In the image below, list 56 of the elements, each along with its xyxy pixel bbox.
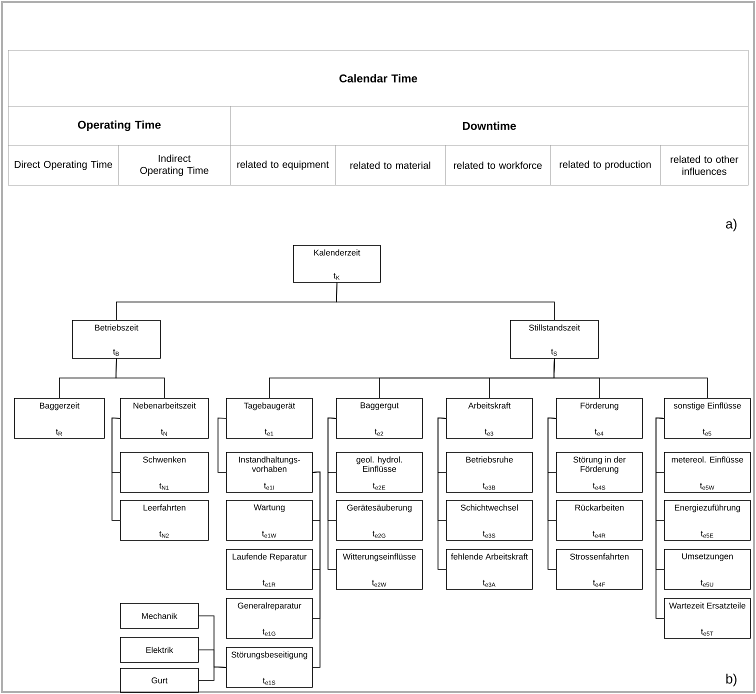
category-box: Gurt [120, 668, 199, 693]
category-box: Leerfahrten t$_{N2}$ [120, 500, 209, 541]
category-box: Instandhaltungs-vorhaben t$_{e1I}$ [226, 452, 313, 493]
table-cell: related to workforce [445, 145, 551, 186]
connector-line [656, 418, 664, 619]
category-box: Förderung t$_{e4}$ [556, 398, 643, 439]
table-cell: related to equipment [230, 145, 336, 186]
connector-line [198, 666, 226, 681]
category-box: Tagebaugerät t$_{e1}$ [226, 398, 313, 439]
connector-line [554, 358, 708, 398]
connector-line [548, 418, 556, 570]
category-box: Witterungseinflüsse t$_{e2W}$ [336, 549, 423, 590]
panel-letter: b) [726, 674, 736, 686]
category-box: Energiezuführung t$_{e5E}$ [664, 500, 751, 541]
connector-line [336, 282, 555, 320]
panel-letter: a) [726, 218, 736, 232]
category-box: Störung in der Förderung t$_{e4S}$ [556, 452, 643, 493]
connector-line [328, 418, 336, 570]
table-header-cell: Downtime [230, 106, 749, 146]
category-box: Generalreparatur t$_{e1G}$ [226, 598, 313, 639]
category-box: Wartezeit Ersatzteile t$_{e5T}$ [664, 598, 751, 639]
connector-line [218, 418, 226, 473]
category-box: metereol. Einflüsse t$_{e5W}$ [664, 452, 751, 493]
category-box: Störungsbeseitigung t$_{e1S}$ [226, 647, 313, 688]
category-box: Mechanik [120, 603, 199, 629]
category-box: Baggergut t$_{e2}$ [336, 398, 423, 439]
connector-line [312, 472, 320, 668]
category-box: geol. hydrol. Einflüsse t$_{e2E}$ [336, 452, 423, 493]
category-box: Rückarbeiten t$_{e4R}$ [556, 500, 643, 541]
category-box: Schwenken t$_{N1}$ [120, 452, 209, 493]
category-box: Strossenfahrten t$_{e4F}$ [556, 549, 643, 590]
table-header-cell: Operating Time [8, 106, 231, 146]
category-box: Kalenderzeit t$_{K}$ [293, 245, 381, 283]
connector-line [438, 418, 446, 570]
table-header-cell: Calendar Time [8, 50, 749, 107]
category-box: Gerätesäuberung t$_{e2G}$ [336, 500, 423, 541]
category-box: Baggerzeit t$_{R}$ [14, 398, 105, 439]
connector-line [116, 358, 165, 398]
category-box: fehlende Arbeitskraft t$_{e3A}$ [446, 549, 533, 590]
category-box: Schichtwechsel t$_{e3S}$ [446, 500, 533, 541]
category-box: Laufende Reparatur t$_{e1R}$ [226, 549, 313, 590]
category-box: Stillstandszeit t$_{S}$ [510, 320, 599, 359]
category-box: Arbeitskraft t$_{e3}$ [446, 398, 533, 439]
table-cell: related to other influences [660, 145, 749, 186]
category-box: Betriebsruhe t$_{e3B}$ [446, 452, 533, 493]
category-box: Umsetzungen t$_{e5U}$ [664, 549, 751, 590]
category-box: Betriebszeit t$_{B}$ [72, 320, 161, 359]
table-cell: Direct Operating Time [8, 145, 119, 186]
connector-line [112, 418, 120, 521]
category-box: Elektrik [120, 637, 199, 663]
table-cell: Indirect Operating Time [118, 145, 231, 186]
category-box: Nebenarbeitszeit t$_{N}$ [120, 398, 209, 439]
category-box: Wartung t$_{e1W}$ [226, 500, 313, 541]
category-box: sonstige Einflüsse t$_{e5}$ [664, 398, 751, 439]
table-cell: related to material [335, 145, 446, 186]
table-cell: related to production [550, 145, 661, 186]
